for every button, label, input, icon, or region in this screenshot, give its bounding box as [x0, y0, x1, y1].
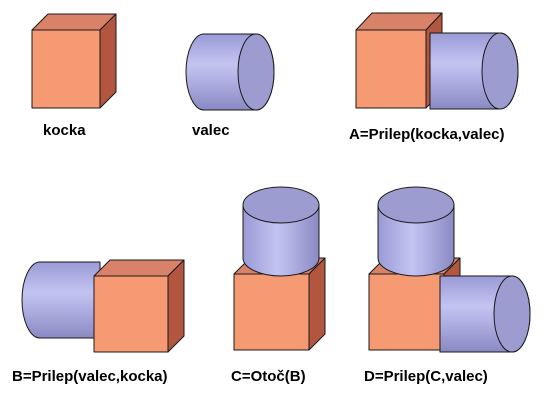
label-b: B=Prilep(valec,kocka) [12, 368, 168, 385]
cube-kocka [31, 13, 117, 109]
label-d: D=Prilep(C,valec) [364, 368, 488, 385]
label-kocka: kocka [43, 122, 86, 139]
cube-front-face [31, 29, 101, 109]
solid-a [355, 12, 519, 110]
label-c: C=Otoč(B) [231, 368, 306, 385]
solid-d [368, 186, 531, 353]
solid-c [233, 186, 326, 351]
label-valec: valec [192, 122, 230, 139]
label-a: A=Prilep(kocka,valec) [349, 126, 505, 143]
solid-b [21, 259, 185, 353]
cylinder-valec [185, 33, 275, 111]
cube-side-face [99, 13, 117, 109]
cylinder-cap [237, 33, 275, 111]
